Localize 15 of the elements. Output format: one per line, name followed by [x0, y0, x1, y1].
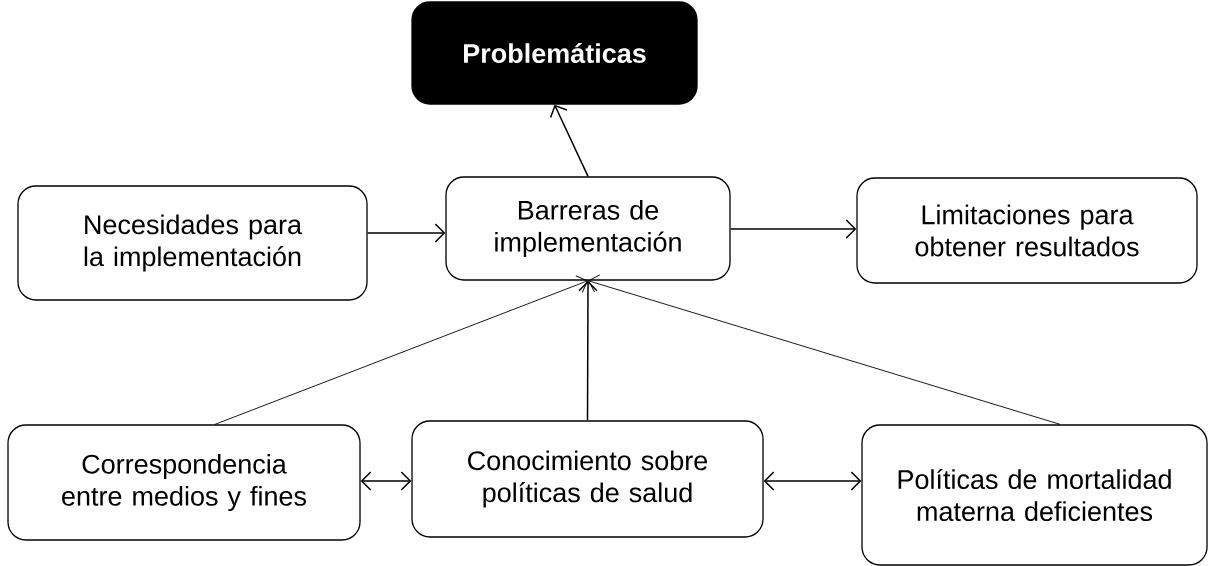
arrow — [360, 471, 412, 491]
arrow — [366, 223, 446, 243]
arrow — [578, 280, 598, 422]
process-box: Necesidades para la implementación — [17, 185, 368, 301]
process-box: Correspondencia entre medios y fines — [7, 424, 361, 541]
arrow — [588, 274, 1061, 425]
process-box: Limitaciones para obtener resultados — [856, 177, 1198, 284]
arrow — [549, 104, 589, 178]
process-box: Conocimiento sobre políticas de salud — [411, 420, 764, 538]
arrow — [214, 275, 588, 425]
arrow — [763, 471, 862, 491]
arrow — [729, 219, 857, 239]
process-box: Políticas de mortalidad materna deficientes — [861, 424, 1208, 566]
process-box: Barreras de implementación — [445, 176, 731, 281]
title-box: Problemáticas — [411, 1, 698, 105]
